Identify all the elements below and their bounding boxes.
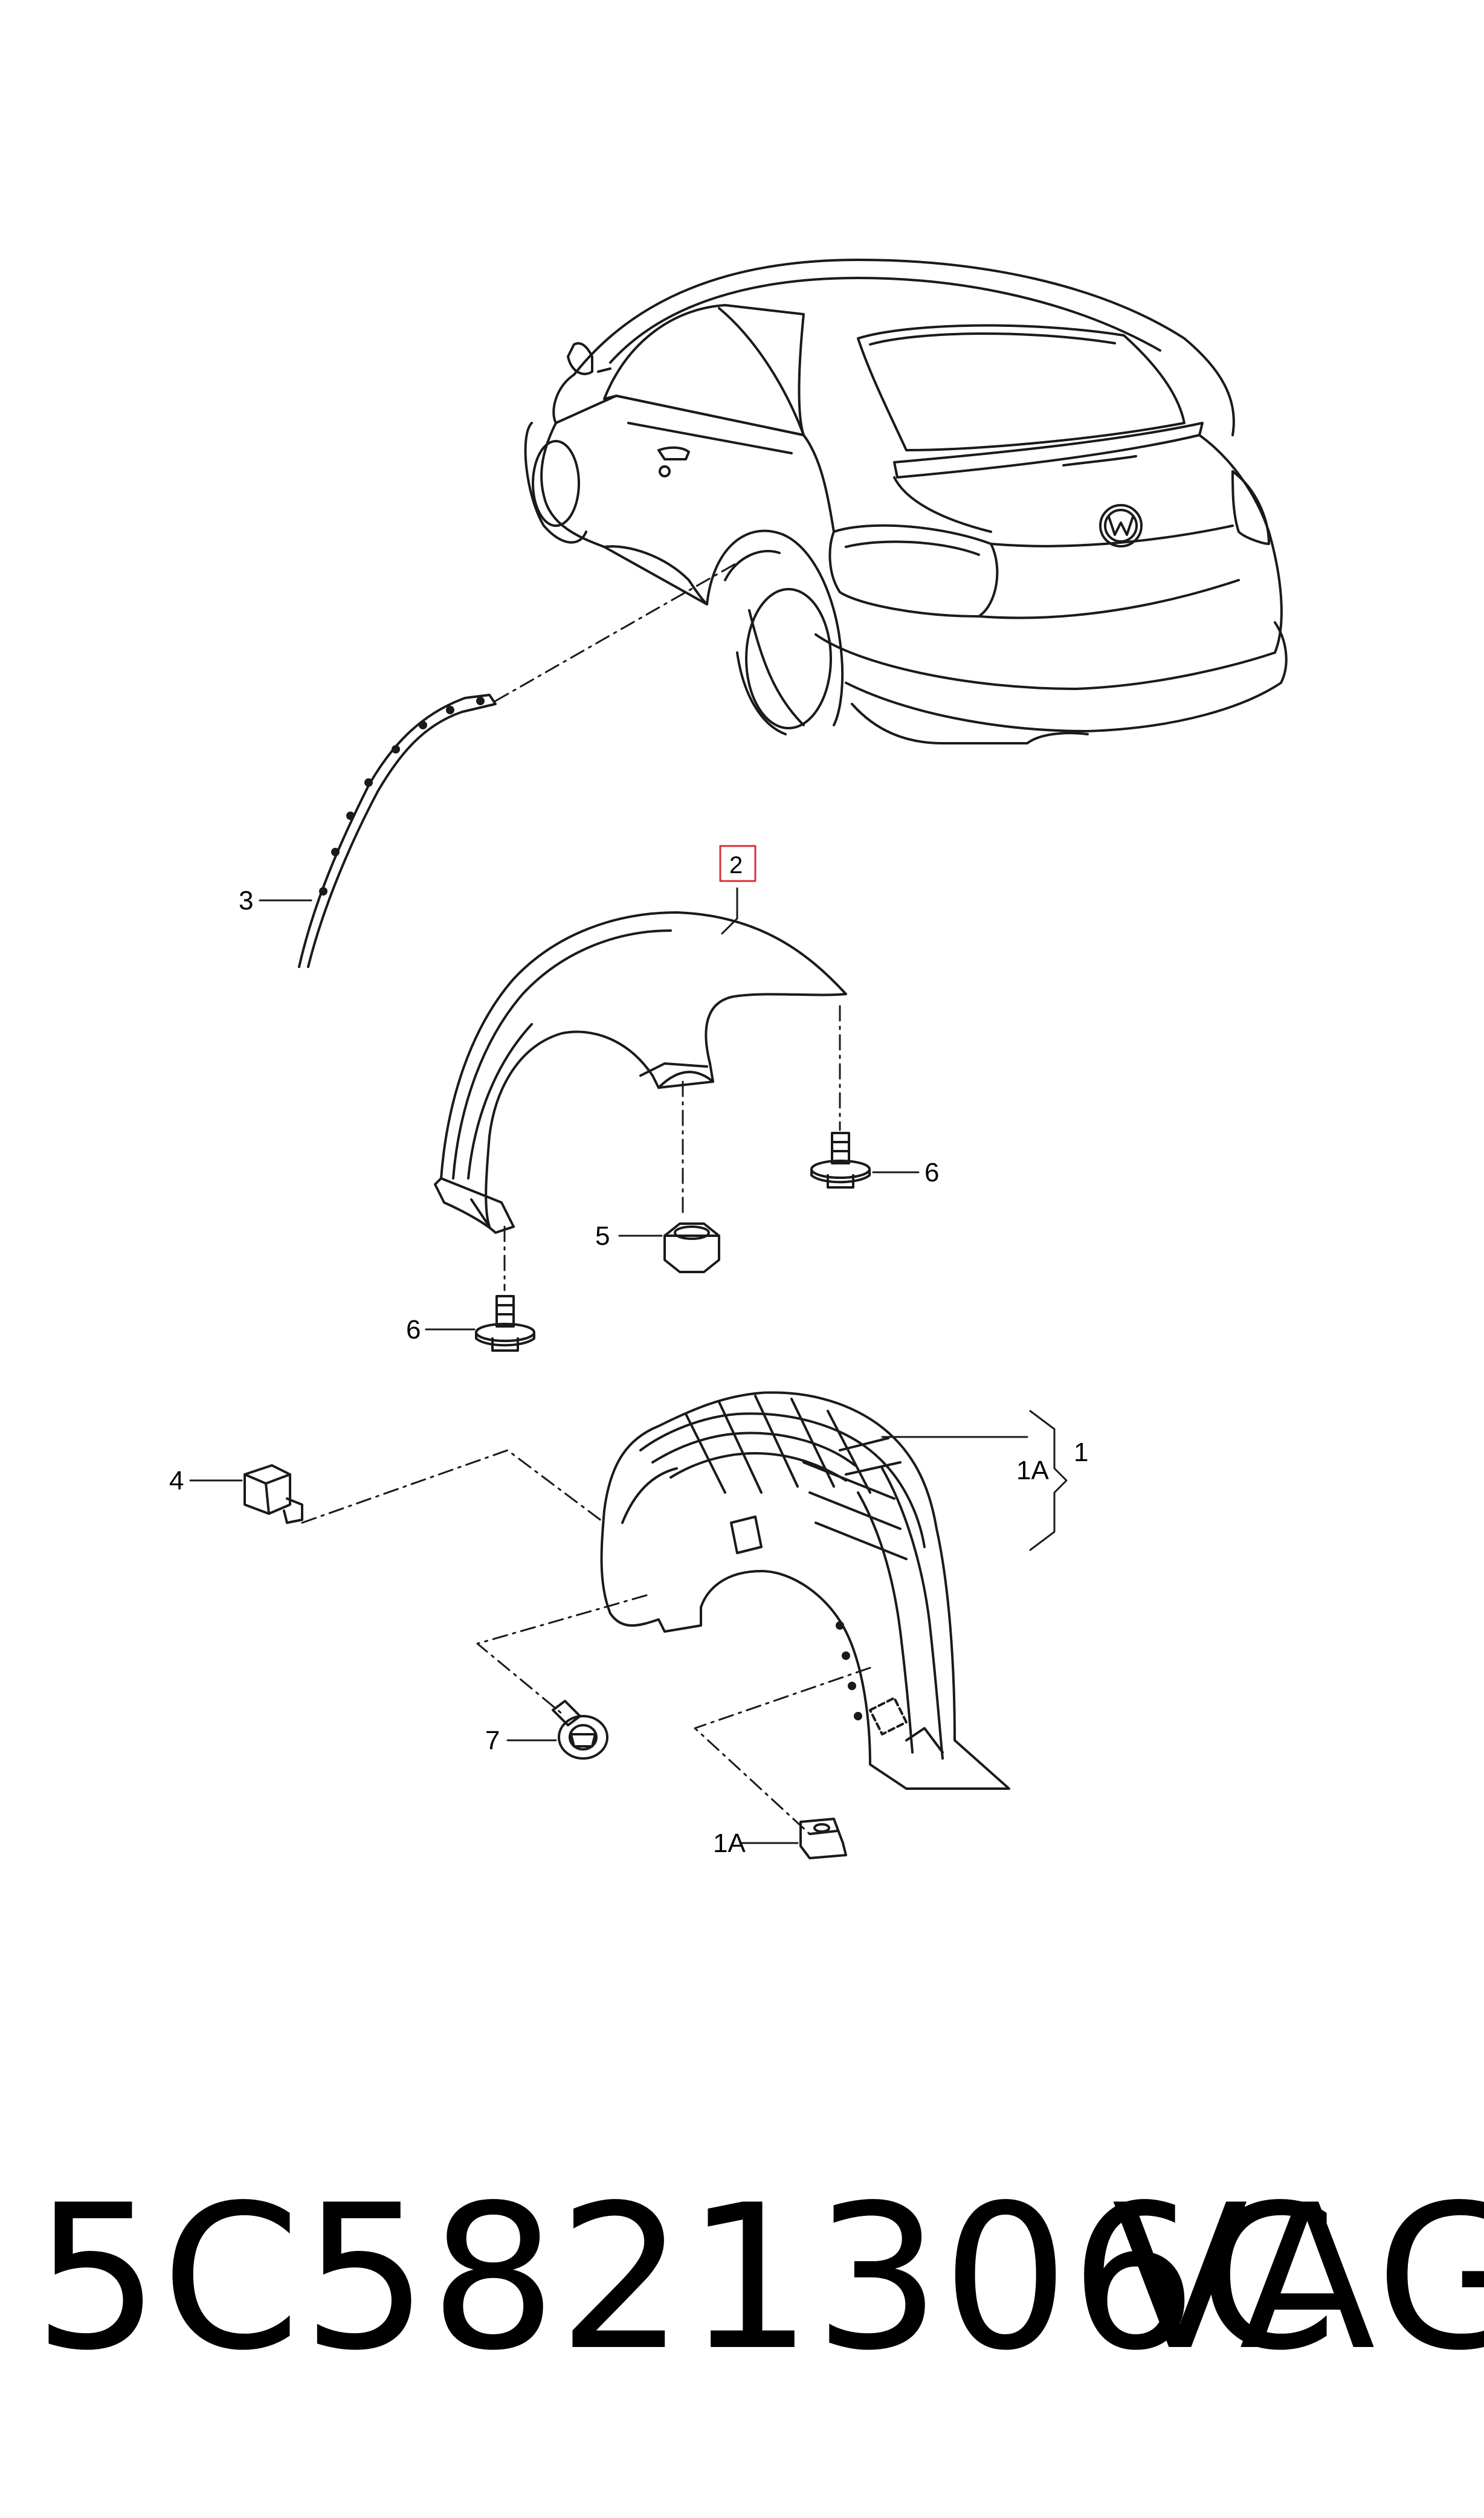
car-illustration: [524, 259, 1288, 744]
parts-diagram: 2 3 6 5 6 1 1A 4 7 1A: [169, 259, 1288, 1859]
wheel-arch-trim-strip: [298, 694, 497, 968]
bolt-left: [475, 1295, 535, 1352]
nut: [663, 1222, 720, 1273]
callout-3: 3: [239, 886, 253, 915]
clip: [244, 1464, 303, 1524]
callout-1a-top: 1A: [1016, 1456, 1049, 1485]
callout-7: 7: [485, 1726, 500, 1755]
nut-clip: [799, 1818, 847, 1859]
callout-6-right: 6: [924, 1158, 939, 1187]
wheel-arch-flare: [434, 911, 847, 1234]
bolt-with-washer: [552, 1700, 608, 1760]
wheelhouse-liner: [600, 1391, 1010, 1790]
callout-1a-bottom: 1A: [713, 1829, 746, 1858]
callout-4: 4: [169, 1466, 184, 1496]
callout-2: 2: [729, 852, 743, 879]
callout-5: 5: [595, 1221, 610, 1251]
footer: 5C5821306C VAG: [0, 2151, 1484, 2405]
brand-name: VAG: [1112, 2162, 1484, 2394]
callout-6-left: 6: [406, 1315, 421, 1345]
highlight-box: [719, 845, 757, 882]
bolt-right: [810, 1132, 871, 1189]
part-number: 5C5821306C: [33, 2162, 1339, 2394]
callout-1: 1: [1074, 1438, 1088, 1467]
